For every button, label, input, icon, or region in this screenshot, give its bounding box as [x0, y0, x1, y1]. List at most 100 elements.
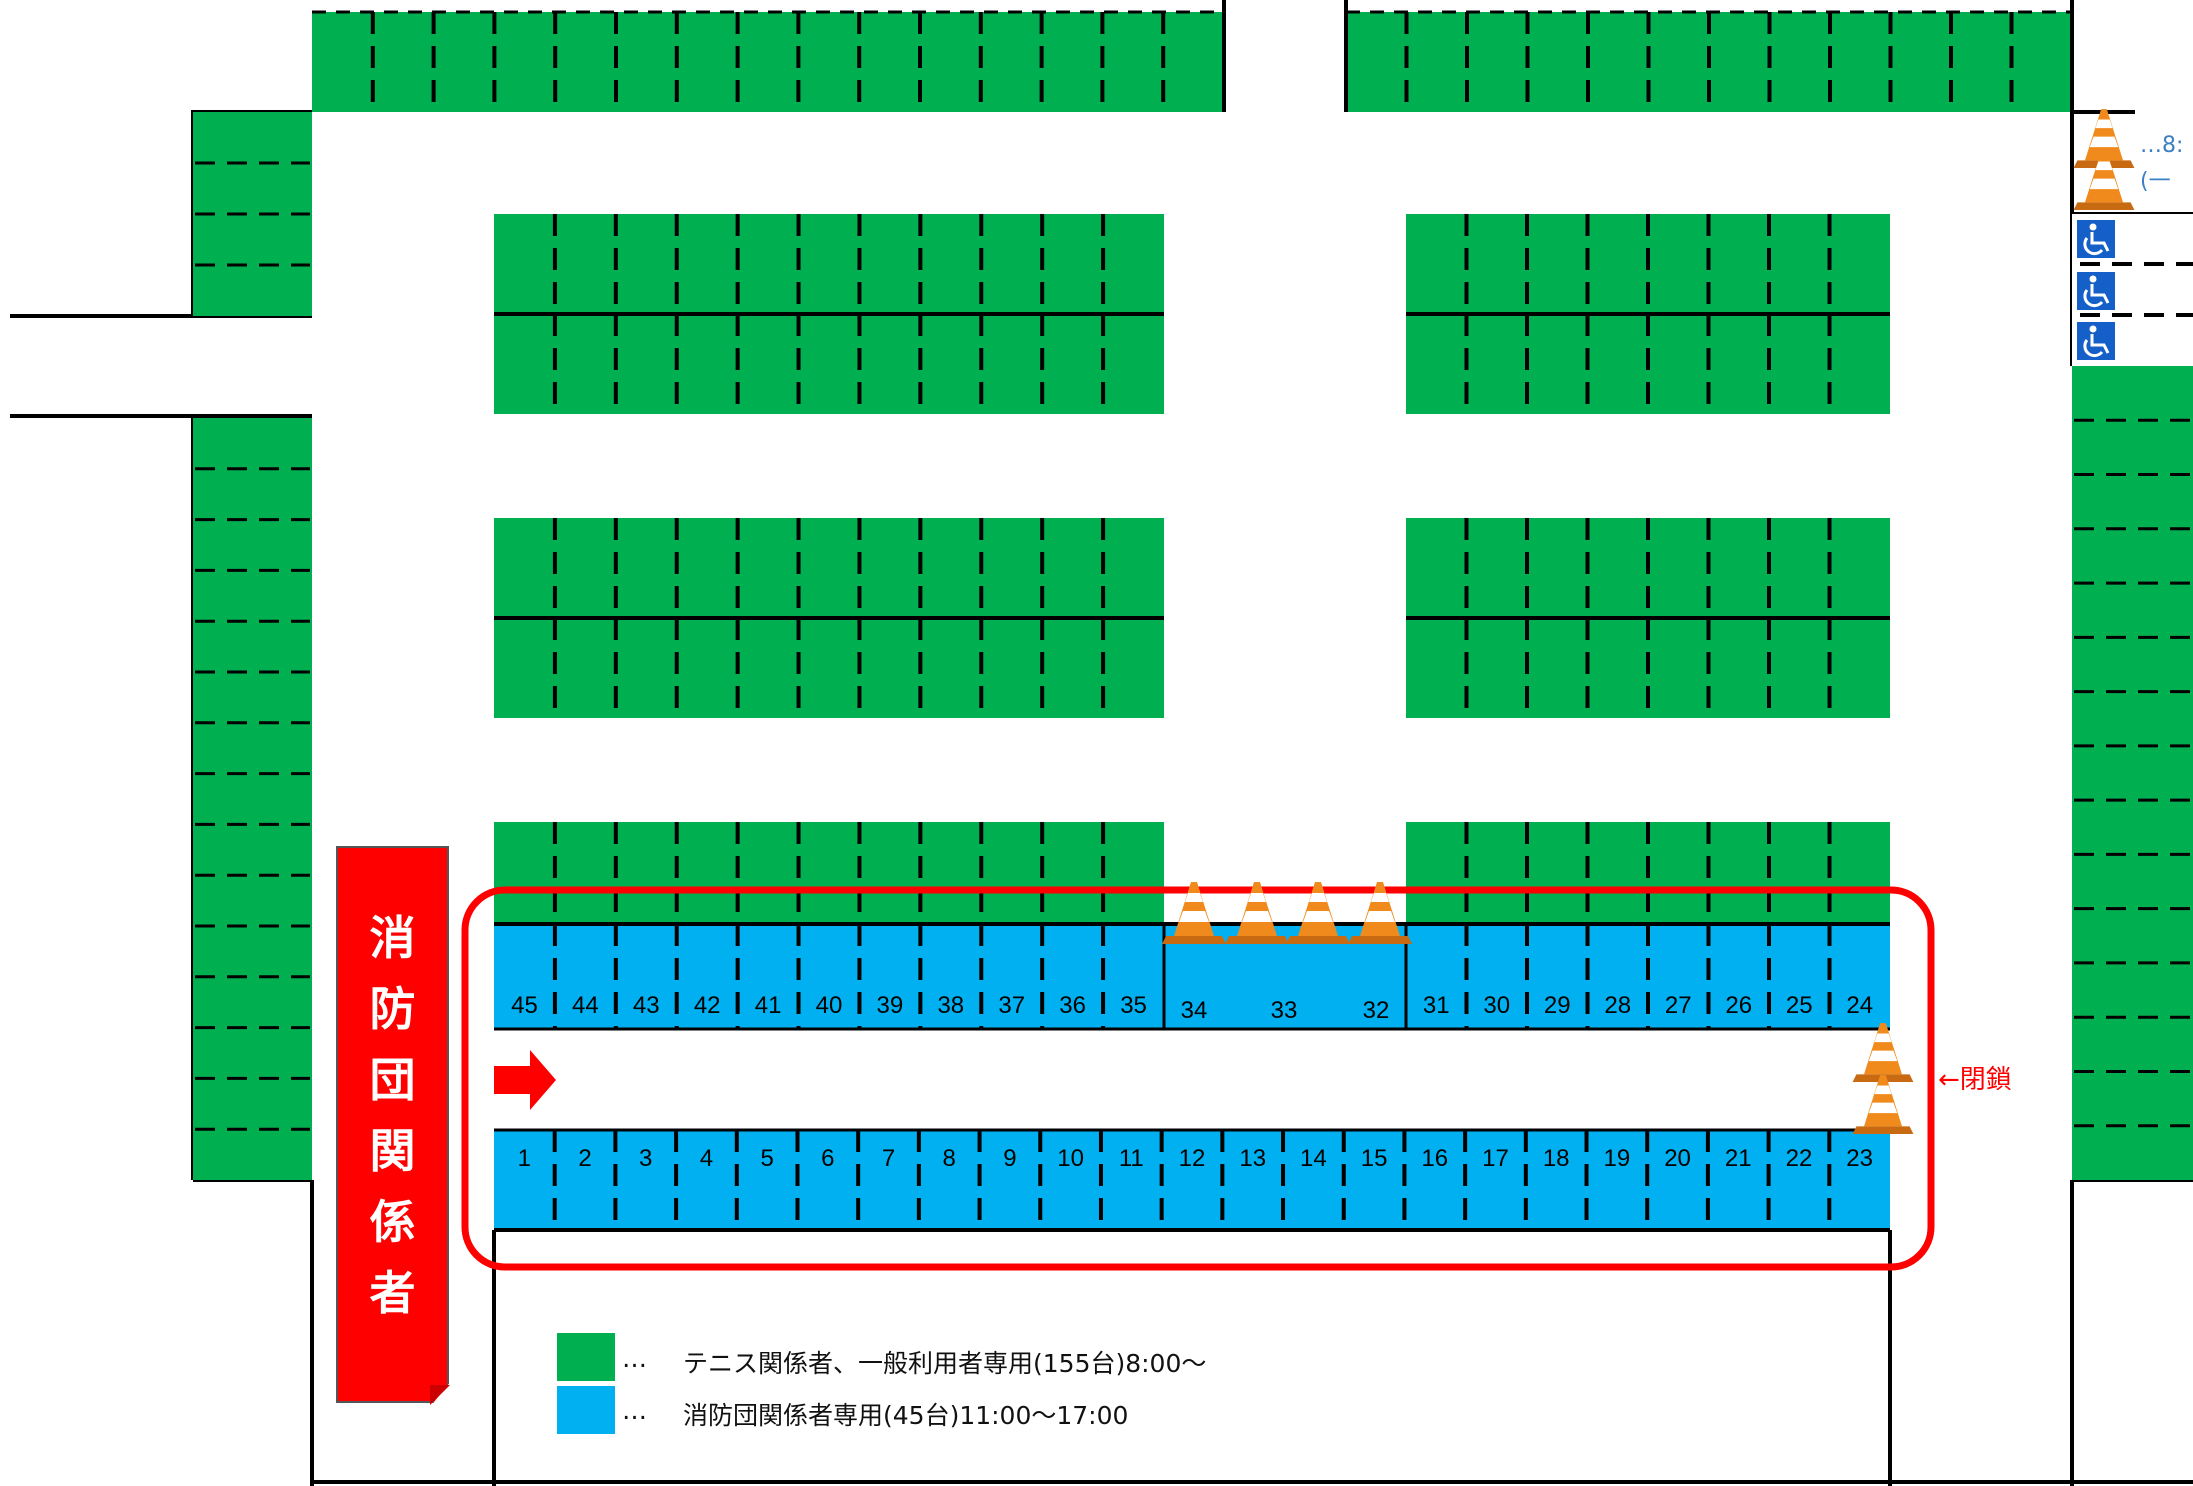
space-number-bottom: 9	[1003, 1145, 1016, 1172]
space-number-bottom: 20	[1664, 1145, 1691, 1172]
space-number-bottom: 17	[1482, 1145, 1509, 1172]
wheelchair-body	[2090, 232, 2110, 252]
traffic-cone-icon	[1286, 882, 1350, 944]
cone-stripe	[1303, 911, 1333, 922]
cone-stripe	[2095, 119, 2113, 129]
space-number-top: 40	[816, 992, 843, 1019]
traffic-cone-icon	[1162, 882, 1226, 944]
traffic-cone-icon	[1225, 882, 1289, 944]
space-number-top: 41	[755, 992, 782, 1019]
traffic-cone-icon	[2073, 151, 2135, 210]
cone-stripe	[1874, 1033, 1892, 1043]
legend-text-firefighter: 消防団関係者専用(45台)11:00〜17:00	[683, 1401, 1129, 1430]
cone-stripe	[1179, 911, 1209, 922]
space-number-top: 33	[1271, 997, 1298, 1024]
space-number-top: 29	[1544, 992, 1571, 1019]
cone-base	[1225, 936, 1289, 944]
cone-body	[1298, 882, 1338, 936]
space-number-top: 32	[1363, 997, 1390, 1024]
cone-base	[1286, 936, 1350, 944]
block-left-2-b	[494, 618, 1164, 718]
wheelchair-head	[2089, 325, 2097, 333]
space-number-top: 34	[1181, 997, 1208, 1024]
space-number-top: 26	[1725, 992, 1752, 1019]
cone-stripe	[1242, 911, 1272, 922]
block-left-1-a	[494, 214, 1164, 314]
cone-stripe	[1365, 911, 1395, 922]
green-strip-left	[494, 822, 1164, 924]
space-number-bottom: 6	[821, 1145, 834, 1172]
space-number-bottom: 10	[1057, 1145, 1084, 1172]
space-number-bottom: 23	[1846, 1145, 1873, 1172]
firefighter-banner-label: 消 防 団 関 係 者	[369, 911, 416, 1320]
space-number-bottom: 21	[1725, 1145, 1752, 1172]
space-number-top: 25	[1786, 992, 1813, 1019]
cone-note: …8: (一	[2140, 133, 2184, 194]
space-number-bottom: 16	[1421, 1145, 1448, 1172]
space-number-top: 44	[572, 992, 599, 1019]
lot-overlay	[461, 109, 2135, 1271]
wheelchair-wheel	[2083, 339, 2104, 358]
space-number-bottom: 5	[760, 1145, 773, 1172]
space-number-top: 39	[877, 992, 904, 1019]
entry-arrow-icon	[494, 1050, 556, 1110]
block-left-2-a	[494, 518, 1164, 618]
cone-body	[2085, 151, 2123, 203]
wheelchair-body	[2090, 284, 2110, 304]
space-number-bottom: 3	[639, 1145, 652, 1172]
cone-stripe	[2095, 161, 2113, 171]
cone-body	[1864, 1075, 1902, 1127]
space-number-bottom: 19	[1604, 1145, 1631, 1172]
space-number-top: 43	[633, 992, 660, 1019]
top-strip-left	[312, 12, 1224, 112]
wheelchair-wheel	[2083, 289, 2104, 308]
cone-stripe	[1868, 1050, 1898, 1062]
space-number-top: 38	[937, 992, 964, 1019]
space-number-bottom: 14	[1300, 1145, 1327, 1172]
wheelchair-head	[2089, 275, 2097, 283]
legend-marker-general: …	[622, 1344, 647, 1373]
cone-stripe	[1185, 893, 1203, 902]
traffic-cone-icon	[1348, 882, 1412, 944]
wheelchair-icon	[2077, 220, 2115, 258]
space-number-bottom: 13	[1239, 1145, 1266, 1172]
space-number-top: 35	[1120, 992, 1147, 1019]
cone-body	[1864, 1023, 1902, 1075]
space-number-bottom: 22	[1786, 1145, 1813, 1172]
cone-stripe	[1371, 893, 1389, 902]
space-number-top: 28	[1604, 992, 1631, 1019]
space-number-bottom: 18	[1543, 1145, 1570, 1172]
cone-stripe	[2089, 178, 2119, 190]
space-number-top: 45	[511, 992, 538, 1019]
left-strip-lower	[193, 418, 312, 1180]
wheelchair-icon	[2077, 322, 2115, 360]
space-number-bottom: 1	[518, 1145, 531, 1172]
space-number-bottom: 12	[1179, 1145, 1206, 1172]
space-number-top: 42	[694, 992, 721, 1019]
cone-base	[1348, 936, 1412, 944]
cone-body	[1360, 882, 1400, 936]
space-number-top: 37	[998, 992, 1025, 1019]
lot-base	[10, 0, 2193, 1486]
block-left-1-b	[494, 314, 1164, 414]
cone-stripe	[2089, 136, 2119, 148]
cone-base	[1162, 936, 1226, 944]
cone-body	[1237, 882, 1277, 936]
right-strip	[2072, 366, 2193, 1180]
space-number-top: 30	[1483, 992, 1510, 1019]
legend-swatch-general	[557, 1333, 615, 1381]
wheelchair-wheel	[2083, 237, 2104, 256]
space-number-bottom: 11	[1119, 1145, 1144, 1172]
cone-stripe	[1868, 1102, 1898, 1114]
cone-body	[2085, 109, 2123, 161]
legend-swatch-firefighter	[557, 1386, 615, 1434]
firefighter-bottom-row	[494, 1130, 1890, 1230]
cone-base	[2073, 202, 2135, 210]
space-number-bottom: 2	[578, 1145, 591, 1172]
space-number-top: 24	[1846, 992, 1873, 1019]
legend-marker-firefighter: …	[622, 1396, 647, 1425]
wheelchair-icon	[2077, 272, 2115, 310]
space-number-bottom: 7	[882, 1145, 895, 1172]
